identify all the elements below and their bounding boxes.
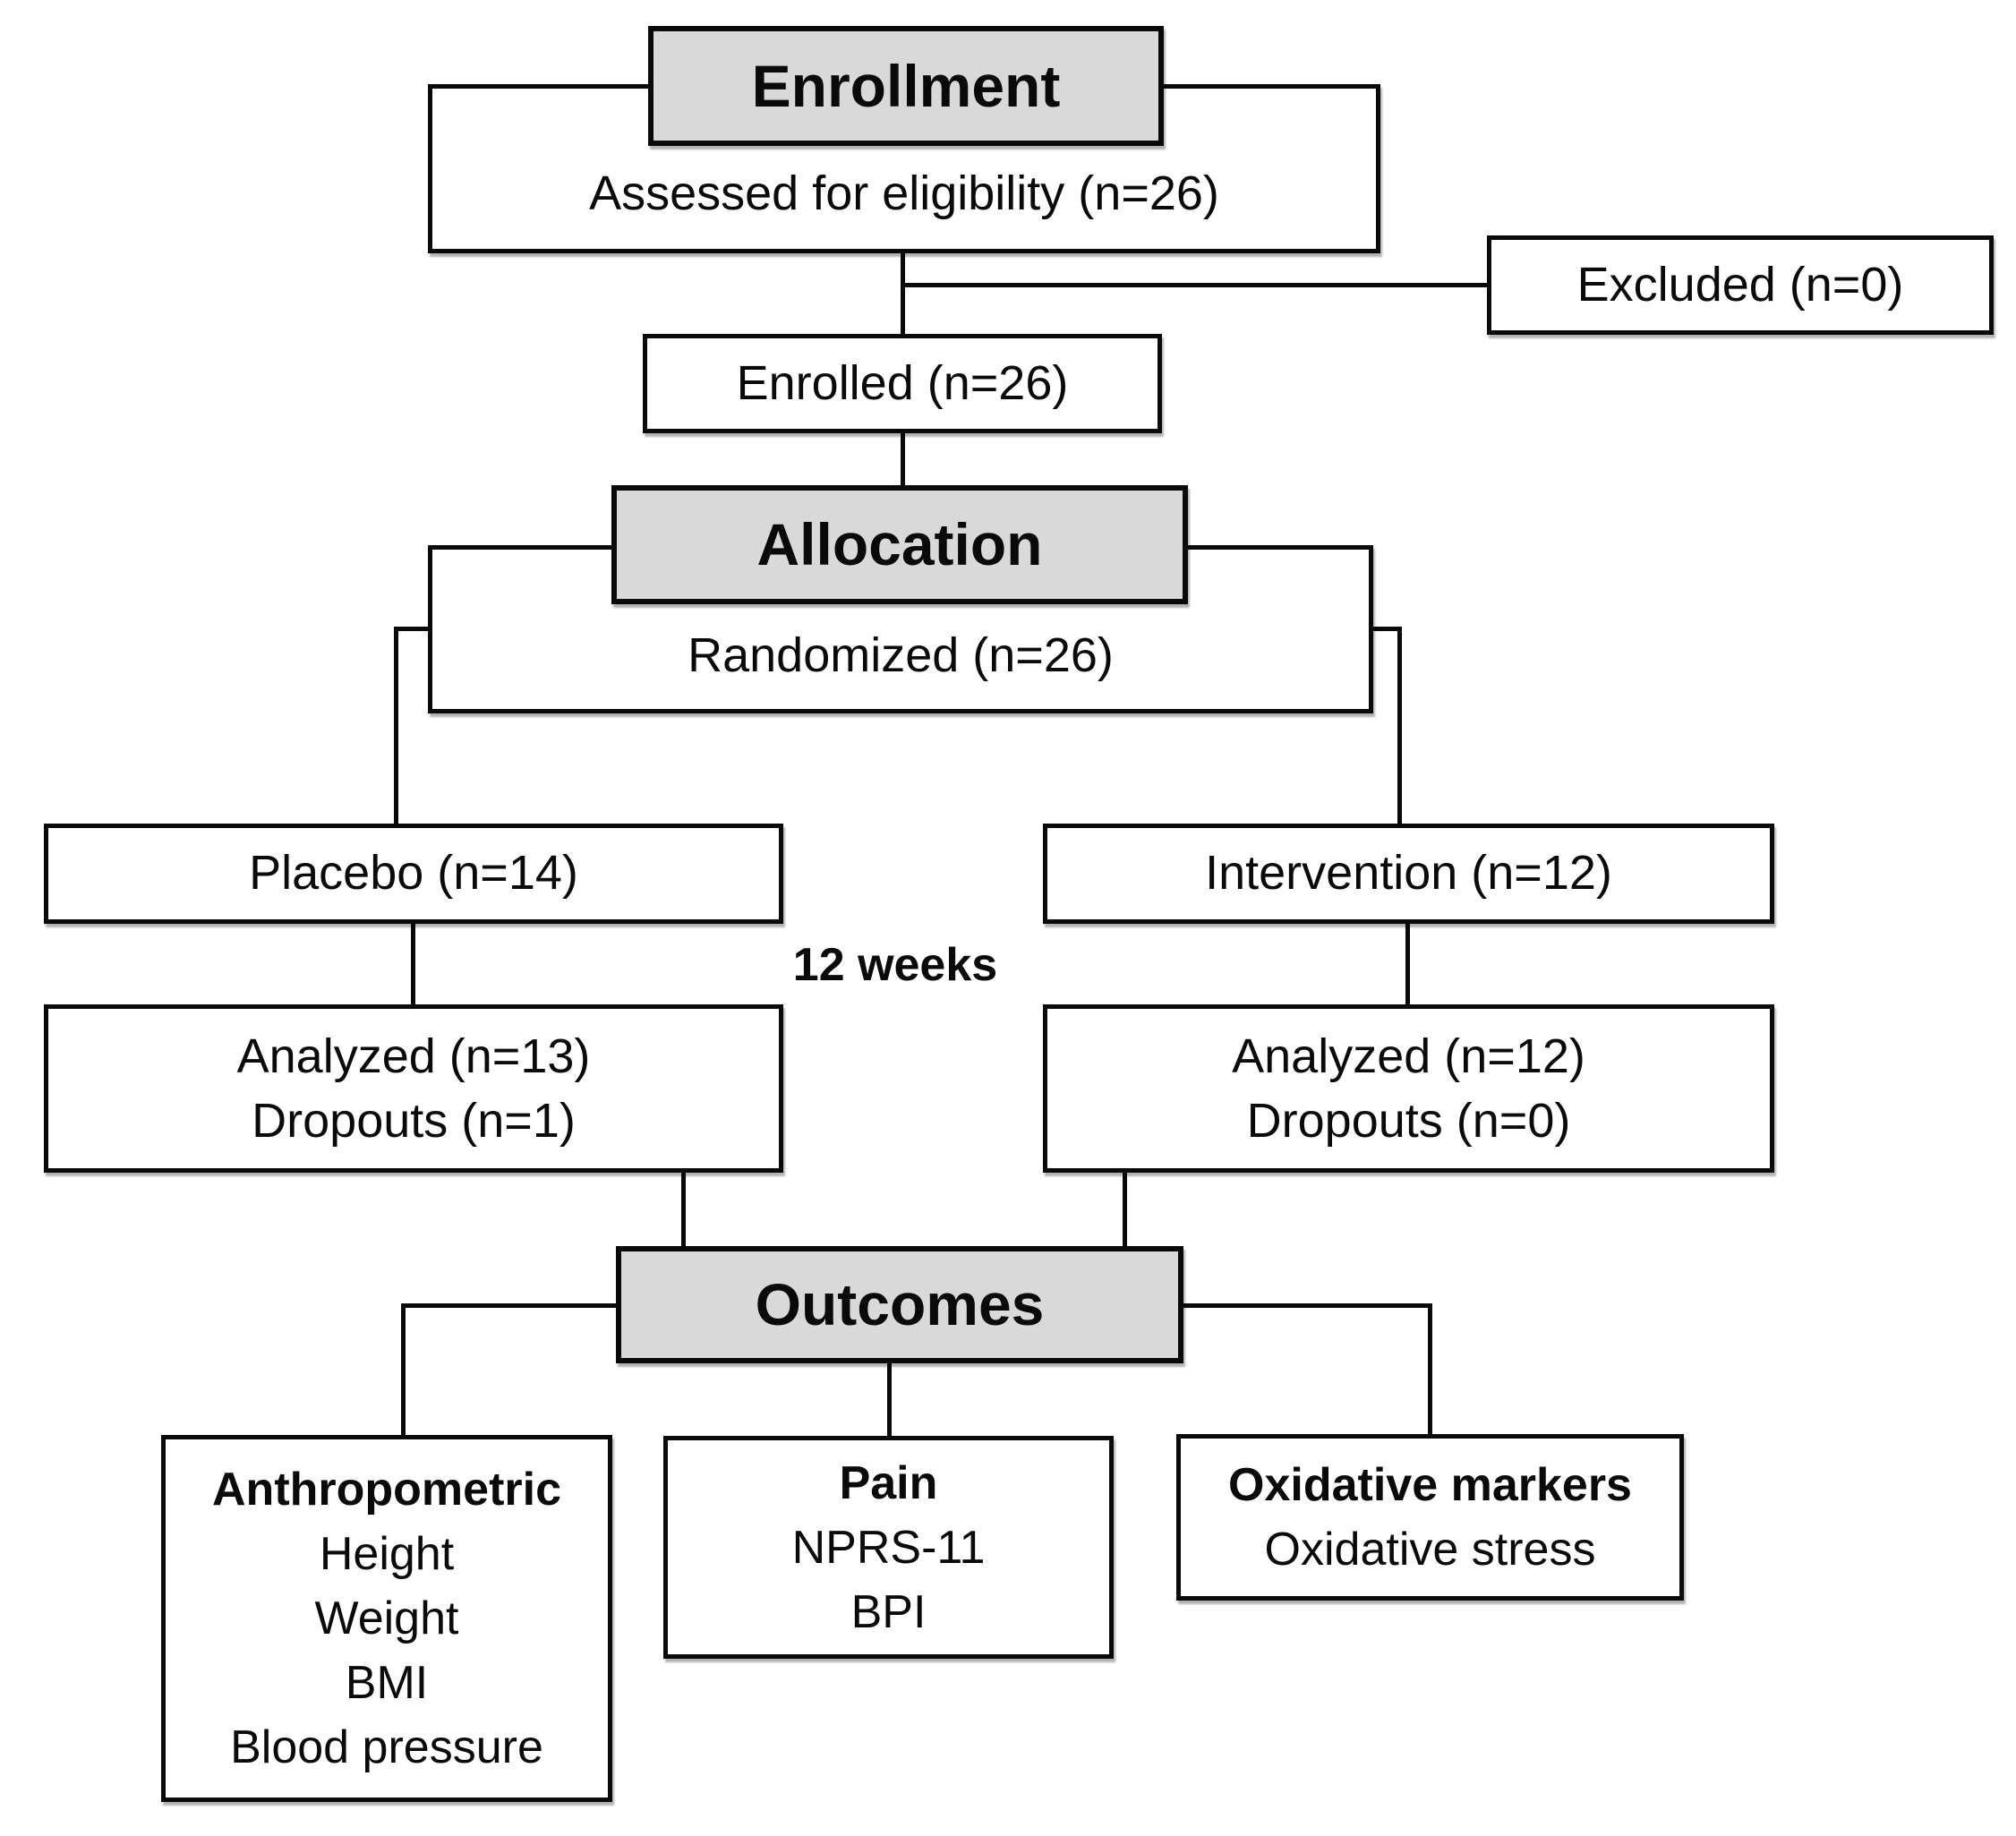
connector-randomized-intervention-v bbox=[1397, 627, 1402, 825]
connector-assessed-enrolled bbox=[901, 252, 905, 337]
placebo-box: Placebo (n=14) bbox=[44, 824, 783, 924]
anthropometric-item-blood-pressure: Blood pressure bbox=[230, 1721, 543, 1773]
pain-title: Pain bbox=[839, 1456, 938, 1509]
excluded-label: Excluded (n=0) bbox=[1576, 257, 1904, 312]
connector-to-excluded bbox=[902, 283, 1489, 287]
connector-analyzed-placebo-outcomes bbox=[681, 1169, 686, 1248]
connector-outcomes-oxidative-h bbox=[1180, 1303, 1432, 1308]
duration-label: 12 weeks bbox=[792, 939, 998, 991]
pain-box: Pain NPRS-11 BPI bbox=[663, 1436, 1114, 1659]
connector-outcomes-oxidative-v bbox=[1428, 1303, 1432, 1436]
anthropometric-title: Anthropometric bbox=[212, 1464, 561, 1516]
oxidative-item-stress: Oxidative stress bbox=[1264, 1524, 1596, 1576]
connector-randomized-placebo-v bbox=[394, 627, 398, 825]
placebo-label: Placebo (n=14) bbox=[249, 846, 578, 901]
intervention-label: Intervention (n=12) bbox=[1205, 846, 1612, 901]
enrolled-label: Enrolled (n=26) bbox=[736, 355, 1069, 410]
connector-outcomes-anthropometric-v bbox=[401, 1303, 406, 1437]
connector-randomized-placebo-h bbox=[394, 627, 431, 631]
oxidative-markers-title: Oxidative markers bbox=[1228, 1459, 1632, 1511]
oxidative-markers-box: Oxidative markers Oxidative stress bbox=[1176, 1434, 1684, 1601]
randomized-label: Randomized (n=26) bbox=[688, 628, 1114, 682]
anthropometric-item-height: Height bbox=[319, 1528, 455, 1580]
connector-enrolled-allocation bbox=[901, 431, 905, 487]
assessed-label: Assessed for eligibility (n=26) bbox=[589, 166, 1219, 220]
anthropometric-item-weight: Weight bbox=[314, 1593, 459, 1644]
pain-item-nprs: NPRS-11 bbox=[791, 1521, 986, 1574]
pain-item-bpi: BPI bbox=[850, 1585, 927, 1638]
connector-outcomes-pain bbox=[887, 1361, 892, 1438]
enrolled-box: Enrolled (n=26) bbox=[643, 334, 1162, 433]
excluded-box: Excluded (n=0) bbox=[1487, 235, 1994, 335]
enrollment-header: Enrollment bbox=[648, 26, 1164, 146]
connector-outcomes-anthropometric-h bbox=[401, 1303, 619, 1308]
analyzed-placebo-analyzed-line: Analyzed (n=13) bbox=[236, 1029, 591, 1083]
outcomes-header-label: Outcomes bbox=[755, 1271, 1045, 1338]
analyzed-placebo-box: Analyzed (n=13) Dropouts (n=1) bbox=[44, 1004, 783, 1173]
assessed-box: Assessed for eligibility (n=26) bbox=[428, 84, 1380, 253]
analyzed-intervention-dropouts-line: Dropouts (n=0) bbox=[1246, 1094, 1571, 1148]
connector-intervention-analyzed bbox=[1405, 922, 1410, 1006]
analyzed-placebo-dropouts-line: Dropouts (n=1) bbox=[252, 1094, 576, 1148]
connector-randomized-intervention-h bbox=[1370, 627, 1402, 631]
analyzed-intervention-analyzed-line: Analyzed (n=12) bbox=[1232, 1029, 1585, 1083]
intervention-box: Intervention (n=12) bbox=[1043, 824, 1774, 924]
connector-placebo-analyzed bbox=[411, 922, 415, 1006]
allocation-header: Allocation bbox=[611, 485, 1188, 604]
anthropometric-box: Anthropometric Height Weight BMI Blood p… bbox=[161, 1435, 612, 1802]
anthropometric-item-bmi: BMI bbox=[345, 1657, 429, 1709]
connector-analyzed-intervention-outcomes bbox=[1123, 1169, 1127, 1248]
analyzed-intervention-box: Analyzed (n=12) Dropouts (n=0) bbox=[1043, 1004, 1774, 1173]
allocation-header-label: Allocation bbox=[756, 511, 1043, 578]
outcomes-header: Outcomes bbox=[616, 1246, 1183, 1363]
enrollment-header-label: Enrollment bbox=[751, 52, 1061, 119]
